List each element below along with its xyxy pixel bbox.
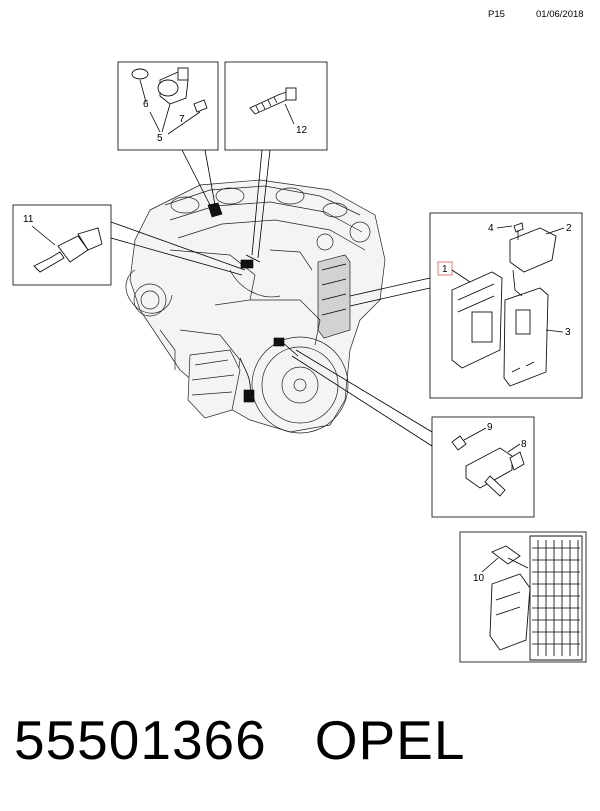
callout-4: 4 (488, 223, 494, 234)
detail-box-ecu: 1 4 2 3 (349, 212, 583, 399)
callout-10: 10 (473, 573, 485, 584)
callout-11: 11 (23, 214, 34, 225)
detail-box-oxygen-sensor: 9 8 (291, 349, 535, 518)
detail-box-temperature-sensor: 11 (12, 204, 246, 286)
callout-7: 7 (179, 114, 185, 125)
callout-5: 5 (157, 133, 163, 144)
callout-8: 8 (521, 439, 527, 450)
detail-box-radiator-sensor: 10 (459, 531, 587, 663)
detail-box-camshaft-sensor: 6 7 5 (117, 61, 219, 206)
part-number: 55501366 (14, 709, 267, 771)
callout-12: 12 (296, 125, 308, 136)
callout-1-highlight (437, 261, 453, 276)
engine-illustration (125, 179, 386, 434)
callout-2: 2 (566, 223, 572, 234)
brand-name: OPEL (314, 709, 466, 771)
callout-1: 1 (442, 264, 448, 275)
callout-9: 9 (487, 422, 493, 433)
callout-3: 3 (565, 327, 571, 338)
footer-part-label: 55501366 OPEL (14, 708, 465, 772)
detail-box-knock-sensor: 12 (224, 61, 328, 259)
callout-6: 6 (143, 99, 149, 110)
page-number: P15 (488, 9, 505, 20)
document-date: 01/06/2018 (536, 9, 584, 20)
